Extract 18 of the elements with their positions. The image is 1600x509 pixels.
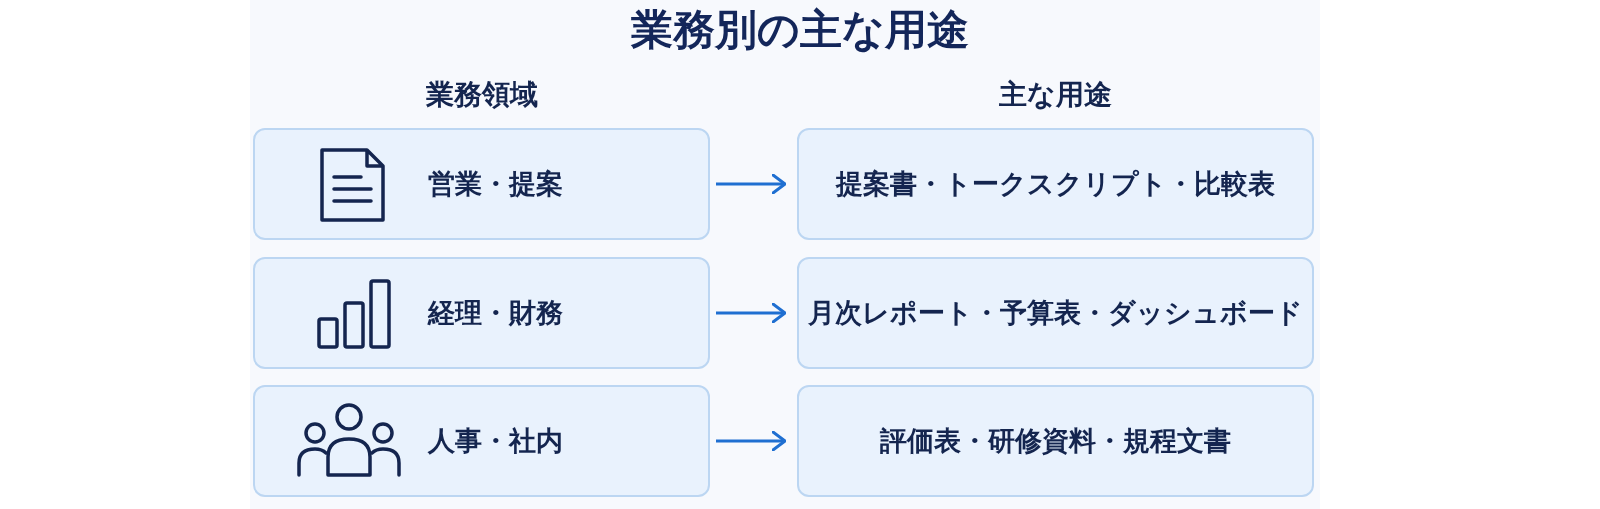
business-area-box xyxy=(253,128,710,240)
use-case-box xyxy=(797,385,1314,497)
column-header: 主な用途 xyxy=(998,77,1113,113)
use-case-box xyxy=(797,128,1314,240)
box-label: 人事・社内 xyxy=(428,424,563,458)
box-label: 月次レポート・予算表・ダッシュボード xyxy=(807,296,1304,330)
column-header: 業務領域 xyxy=(424,77,539,113)
box-label: 評価表・研修資料・規程文書 xyxy=(879,424,1232,458)
arrow xyxy=(716,173,787,195)
business-area-box xyxy=(253,385,710,497)
title: 業務別の主な用途 xyxy=(630,4,970,56)
business-area-box xyxy=(253,257,710,369)
box-label: 営業・提案 xyxy=(428,167,563,201)
use-case-box xyxy=(797,257,1314,369)
box-label: 提案書・トークスクリプト・比較表 xyxy=(834,167,1276,201)
box-label: 経理・財務 xyxy=(428,296,563,330)
arrow xyxy=(716,430,787,452)
arrow xyxy=(716,302,787,324)
